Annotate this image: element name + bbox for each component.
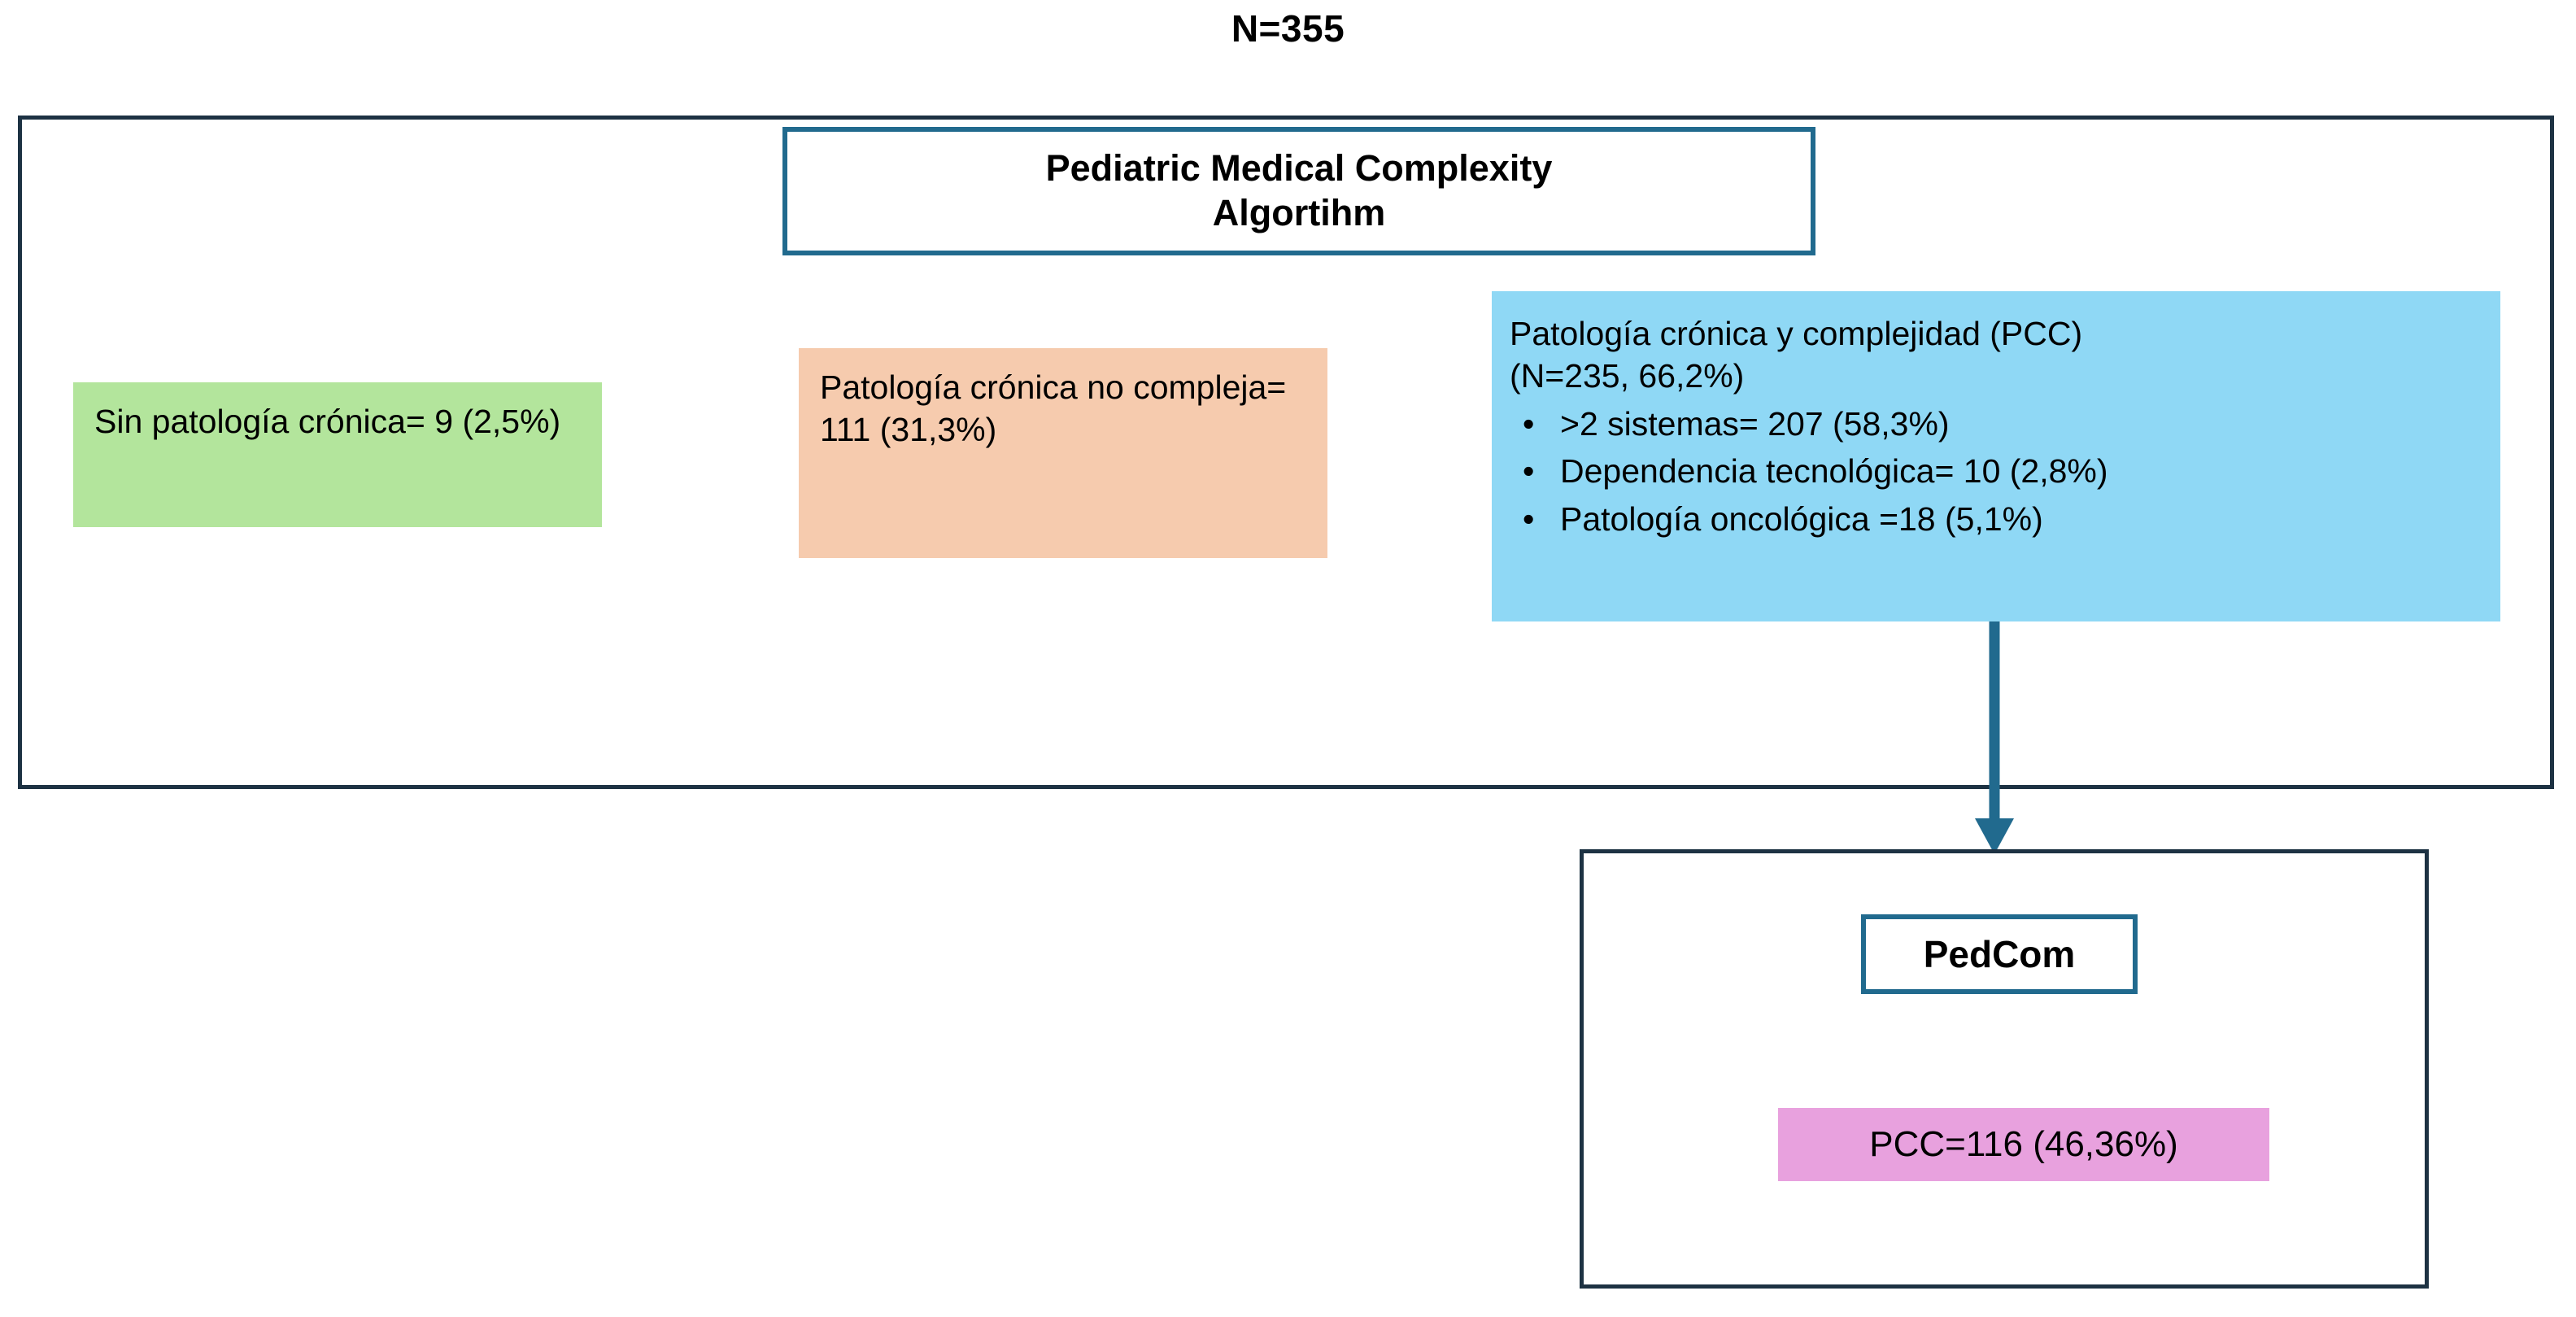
category-non-complex-chronic-label: Patología crónica no compleja= 111 (31,3… [820,368,1287,449]
bullet-icon: • [1523,452,1535,491]
page-title: N=355 [1231,7,1345,50]
list-item: • >2 sistemas= 207 (58,3%) [1510,403,2482,445]
category-non-complex-chronic: Patología crónica no compleja= 111 (31,3… [799,348,1327,558]
pmca-header-box: Pediatric Medical Complexity Algortihm [782,127,1815,255]
pedcom-pcc-result-label: PCC=116 (46,36%) [1869,1124,2178,1164]
category-no-chronic-disease: Sin patología crónica= 9 (2,5%) [73,382,602,527]
bullet-icon: • [1523,404,1535,443]
list-item-label: >2 sistemas= 207 (58,3%) [1560,404,1950,443]
list-item-label: Dependencia tecnológica= 10 (2,8%) [1560,452,2108,491]
category-chronic-complex-lead: Patología crónica y complejidad (PCC) (N… [1510,312,2482,398]
category-no-chronic-disease-label: Sin patología crónica= 9 (2,5%) [94,403,561,440]
pedcom-label-box: PedCom [1861,914,2138,994]
pmca-header-title-line1: Pediatric Medical Complexity [1045,147,1553,190]
down-arrow-icon [1975,621,2014,854]
pedcom-label-text: PedCom [1923,933,2076,975]
category-chronic-complex-bullet-list: • >2 sistemas= 207 (58,3%) • Dependencia… [1510,403,2482,540]
pmca-header-title-line2: Algortihm [1212,192,1386,233]
bullet-icon: • [1523,499,1535,538]
pmca-header-title: Pediatric Medical Complexity Algortihm [1013,146,1585,236]
pedcom-pcc-result: PCC=116 (46,36%) [1778,1108,2269,1181]
pedcom-container [1580,849,2429,1289]
list-item: • Dependencia tecnológica= 10 (2,8%) [1510,450,2482,492]
category-chronic-complex-lead-line2: (N=235, 66,2%) [1510,357,1745,395]
list-item-label: Patología oncológica =18 (5,1%) [1560,499,2043,538]
category-chronic-complex: Patología crónica y complejidad (PCC) (N… [1492,291,2500,621]
category-chronic-complex-lead-line1: Patología crónica y complejidad (PCC) [1510,315,2083,352]
list-item: • Patología oncológica =18 (5,1%) [1510,498,2482,540]
